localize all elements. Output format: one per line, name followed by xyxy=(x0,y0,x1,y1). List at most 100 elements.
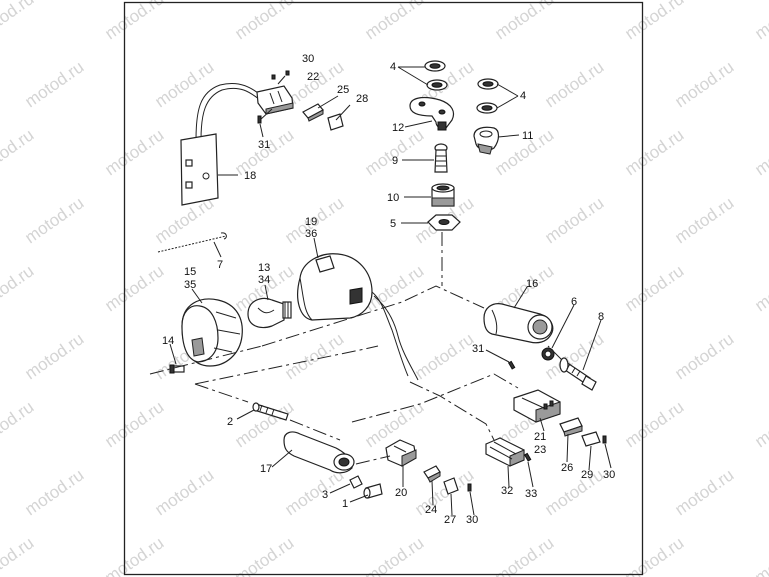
pin-part-9 xyxy=(434,143,448,173)
watermark-text: motod.ru xyxy=(101,261,167,315)
terminal-part-27 xyxy=(443,477,459,495)
callout-28: 28 xyxy=(356,93,368,105)
terminal-part-28 xyxy=(327,113,344,131)
clamp-part-16 xyxy=(483,303,554,344)
callout-11: 11 xyxy=(522,130,533,142)
terminal-part-26 xyxy=(559,417,583,437)
callout-27: 27 xyxy=(444,514,456,526)
watermark-text: motod.ru xyxy=(21,329,87,383)
sleeve-part-17 xyxy=(283,431,355,474)
watermark-text: motod.ru xyxy=(671,465,737,519)
watermark-text: motod.ru xyxy=(541,193,607,247)
watermark-text: motod.ru xyxy=(491,0,557,43)
watermark-text: motod.ru xyxy=(751,397,769,451)
screw-part-1 xyxy=(363,483,383,499)
watermark-text: motod.ru xyxy=(621,125,687,179)
watermark-text: motod.ru xyxy=(621,0,687,43)
bracket-part-12 xyxy=(409,96,455,131)
callout-16: 16 xyxy=(526,278,538,290)
watermark-text: motod.ru xyxy=(671,329,737,383)
callout-3: 3 xyxy=(322,489,328,501)
washer-part-4-right xyxy=(476,78,499,114)
lens-bezel-part-15 xyxy=(181,298,243,367)
washer-part-4-top xyxy=(424,60,448,91)
callout-7: 7 xyxy=(217,259,223,271)
callout-30-bottom: 30 xyxy=(466,514,478,526)
watermark-text: motod.ru xyxy=(541,57,607,111)
callout-23: 23 xyxy=(534,444,546,456)
callout-17: 17 xyxy=(260,463,272,475)
callout-12: 12 xyxy=(392,122,404,134)
washer-part-3 xyxy=(349,475,363,489)
callout-26: 26 xyxy=(561,462,573,474)
watermark-text: motod.ru xyxy=(151,465,217,519)
screw-part-30-right xyxy=(602,435,607,444)
watermark-text: motod.ru xyxy=(21,57,87,111)
watermark-text: motod.ru xyxy=(361,0,427,43)
callout-9: 9 xyxy=(392,155,398,167)
callout-1: 1 xyxy=(342,498,348,510)
callout-4-right: 4 xyxy=(520,90,526,102)
watermark-text: motod.ru xyxy=(101,125,167,179)
connector-part-22 xyxy=(256,70,294,115)
diagram-frame xyxy=(123,1,644,576)
callout-labels: 30 22 31 18 25 28 4 4 12 11 9 10 5 7 19 … xyxy=(162,53,615,526)
callout-32: 32 xyxy=(501,485,513,497)
mounting-plate-part-18 xyxy=(180,82,263,206)
watermark-text: motod.ru xyxy=(231,533,297,577)
watermark-text: motod.ru xyxy=(0,261,37,315)
leader-lines xyxy=(169,66,612,516)
callout-10: 10 xyxy=(387,192,399,204)
watermark-text: motod.ru xyxy=(621,261,687,315)
nut-part-6 xyxy=(541,347,555,361)
watermark-text: motod.ru xyxy=(101,397,167,451)
watermark-text: motod.ru xyxy=(0,0,37,43)
callout-14: 14 xyxy=(162,335,174,347)
watermark-text: motod.ru xyxy=(671,57,737,111)
watermark-text: motod.ru xyxy=(21,193,87,247)
watermark-text: motod.ru xyxy=(621,397,687,451)
callout-30-top: 30 xyxy=(302,53,314,65)
screw-part-31-mid xyxy=(507,360,516,370)
callout-18: 18 xyxy=(244,170,256,182)
watermark-text: motod.ru xyxy=(0,125,37,179)
connector-part-32 xyxy=(485,437,525,467)
callout-36: 36 xyxy=(305,228,317,240)
watermark-text: motod.ru xyxy=(281,465,347,519)
watermark-text: motod.ru xyxy=(281,329,347,383)
callout-8: 8 xyxy=(598,311,604,323)
watermark-text: motod.ru xyxy=(751,533,769,577)
watermark-text: motod.ru xyxy=(491,533,557,577)
screw-part-30-bottom xyxy=(467,483,472,492)
callout-29: 29 xyxy=(581,469,593,481)
watermark-text: motod.ru xyxy=(411,465,477,519)
spacer-part-10 xyxy=(431,183,455,207)
terminal-part-29 xyxy=(581,431,601,447)
callout-15: 15 xyxy=(184,266,196,278)
watermark-text: motod.ru xyxy=(751,125,769,179)
callout-30-right: 30 xyxy=(603,469,615,481)
callout-34: 34 xyxy=(258,274,270,286)
callout-31-top: 31 xyxy=(258,139,270,151)
callout-35: 35 xyxy=(184,279,196,291)
watermark-text: motod.ru xyxy=(361,533,427,577)
rod-part-7 xyxy=(157,232,227,253)
callout-5: 5 xyxy=(390,218,396,230)
watermark-text: motod.ru xyxy=(101,533,167,577)
callout-25: 25 xyxy=(337,84,349,96)
assembly-lines xyxy=(149,232,563,465)
connector-part-21 xyxy=(513,389,561,423)
watermark-text: motod.ru xyxy=(751,0,769,43)
callout-24: 24 xyxy=(425,504,437,516)
watermark-text: motod.ru xyxy=(101,0,167,43)
callout-20: 20 xyxy=(395,487,407,499)
screw-part-33 xyxy=(523,452,532,462)
watermark-text: motod.ru xyxy=(541,465,607,519)
watermark-text: motod.ru xyxy=(751,261,769,315)
callout-33: 33 xyxy=(525,488,537,500)
watermark-text: motod.ru xyxy=(411,329,477,383)
terminal-part-24 xyxy=(423,465,441,483)
bulb-part-13 xyxy=(247,297,292,329)
watermark-text: motod.ru xyxy=(0,533,37,577)
